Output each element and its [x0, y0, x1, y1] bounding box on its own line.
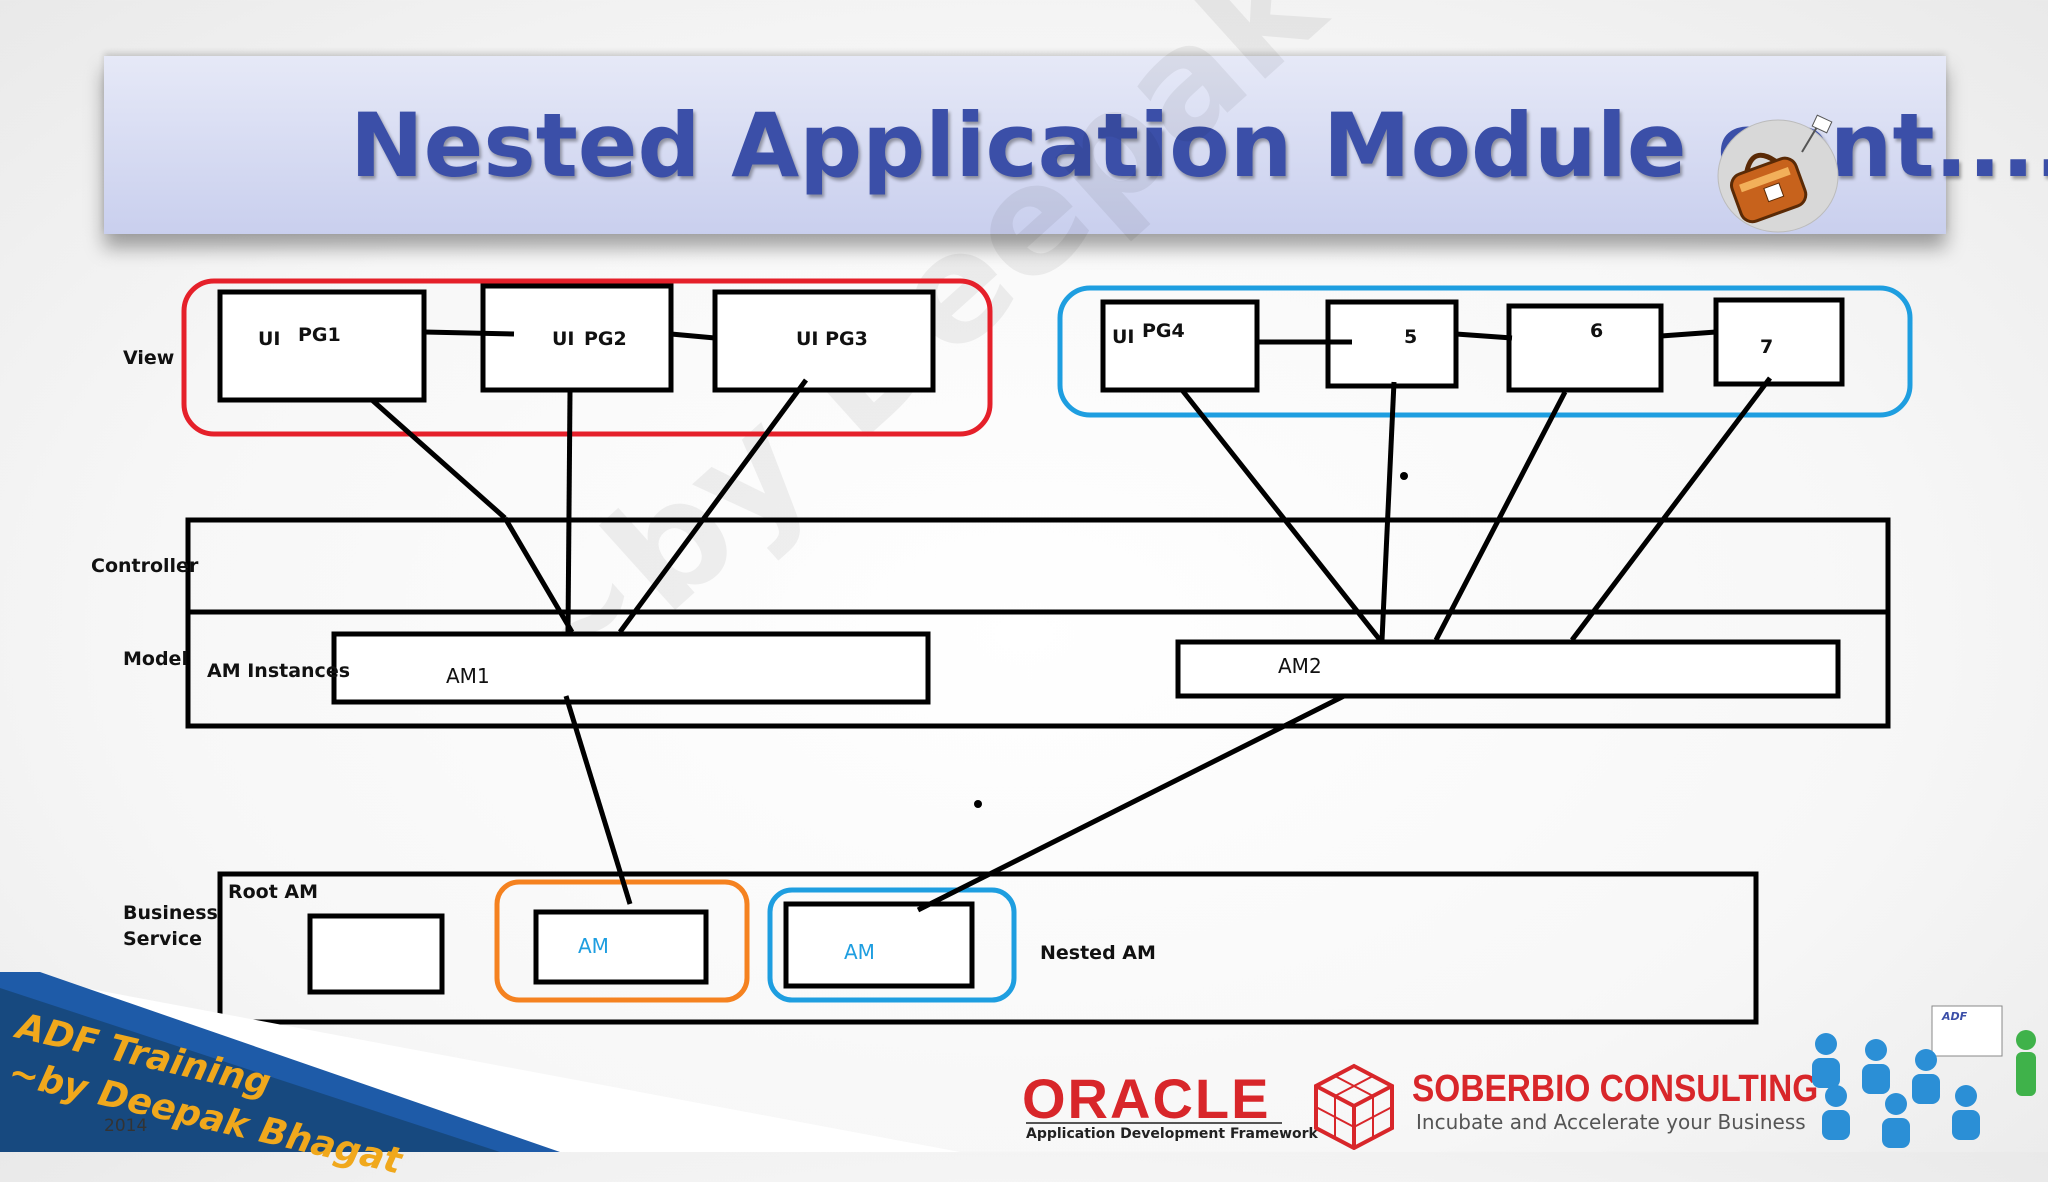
am1-label: AM1 [446, 664, 490, 688]
classroom-icon: ADF [1796, 1000, 2044, 1150]
pg4-name-label: PG4 [1142, 320, 1185, 342]
pg4-ui-label: UI [1112, 326, 1135, 348]
am2-label: AM2 [1278, 654, 1322, 678]
am-label-1: AM [578, 934, 609, 958]
layer-view-label: View [123, 347, 174, 369]
p5-p6-link [1456, 334, 1512, 338]
svg-text:ADF: ADF [1941, 1010, 1968, 1023]
root-am-label: Root AM [228, 881, 318, 903]
pg1-name-label: PG1 [298, 324, 341, 346]
pg3-label: UI PG3 [796, 328, 868, 350]
soberbio-cube-icon [1312, 1062, 1396, 1150]
am1-box [334, 634, 928, 702]
pg2-box [483, 286, 671, 390]
pg1-pg2-link [424, 332, 514, 334]
oracle-subtitle: Application Development Framework [1026, 1126, 1318, 1142]
pg2-pg3-link [671, 334, 715, 338]
layer-business-label-1: Business [123, 902, 218, 924]
soberbio-logo: SOBERBIO CONSULTING [1412, 1068, 1818, 1111]
p6-p7-link [1661, 332, 1716, 336]
p7-label: 7 [1760, 336, 1773, 358]
adf-year-label: 2014 [104, 1116, 147, 1136]
p7-box [1716, 300, 1842, 384]
nested-am-label: Nested AM [1040, 942, 1156, 964]
am2-box [1178, 642, 1838, 696]
pg1-box [220, 292, 424, 400]
am-instances-label: AM Instances [207, 660, 350, 682]
layer-model-label: Model [123, 648, 188, 670]
pg2-ui-label: UI [552, 328, 575, 350]
p6-box [1509, 306, 1661, 390]
pg1-ui-label: UI [258, 328, 281, 350]
pg2-name-label: PG2 [584, 328, 627, 350]
layer-business-label-2: Service [123, 928, 202, 950]
layer-controller-label: Controller [91, 555, 198, 577]
p5-label: 5 [1404, 326, 1417, 348]
oracle-divider [1026, 1122, 1282, 1124]
p6-label: 6 [1590, 320, 1603, 342]
soberbio-tagline: Incubate and Accelerate your Business [1416, 1110, 1806, 1134]
